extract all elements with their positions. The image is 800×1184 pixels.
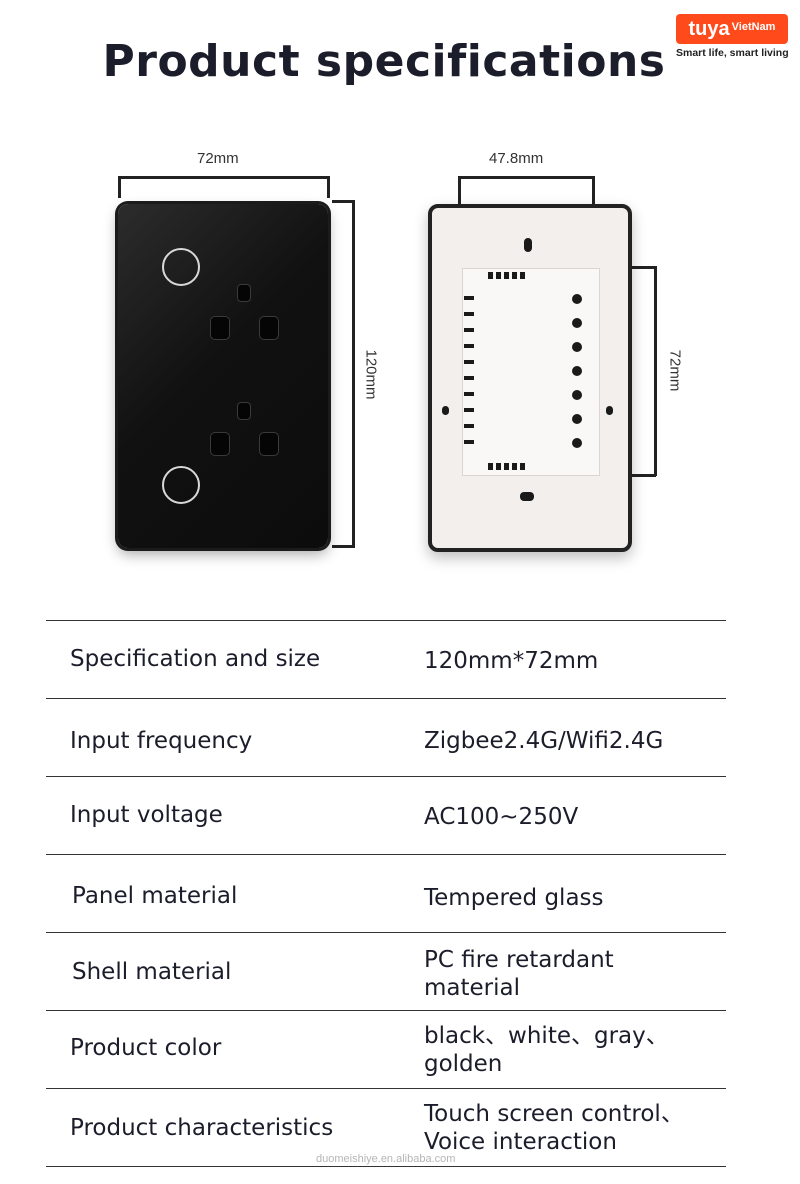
terminal-screw [572, 366, 582, 376]
vent-slot [464, 408, 474, 412]
vent-slot [464, 424, 474, 428]
vent-slot [464, 440, 474, 444]
logo-sub: VietNam [731, 21, 776, 33]
vent-slot [464, 328, 474, 332]
terminal-screw [572, 318, 582, 328]
socket-pin-hole [210, 316, 230, 340]
touch-button-bottom [162, 466, 200, 504]
table-rule [46, 698, 726, 699]
vent-slot [464, 296, 474, 300]
socket-pin-hole [259, 316, 279, 340]
socket-pin-hole [210, 432, 230, 456]
spec-label: Input voltage [70, 802, 223, 828]
table-rule [46, 1088, 726, 1089]
touch-button-top [162, 248, 200, 286]
socket-earth-hole [237, 402, 251, 420]
front-width-tick-left [118, 176, 121, 198]
terminal-screw [572, 294, 582, 304]
terminal-screw [572, 342, 582, 352]
vent-slot [488, 463, 493, 470]
spec-value: AC100~250V [424, 804, 579, 830]
table-rule [46, 776, 726, 777]
vent-slot [488, 272, 493, 279]
vent-slot [464, 360, 474, 364]
front-width-bar [118, 176, 330, 179]
spec-value: black、white、gray、 [424, 1023, 669, 1049]
vent-slot [464, 312, 474, 316]
mounting-slot [520, 492, 534, 501]
table-rule [46, 620, 726, 621]
table-rule [46, 854, 726, 855]
spec-label: Specification and size [70, 646, 321, 672]
table-rule [46, 1166, 726, 1167]
table-rule [46, 1010, 726, 1011]
front-height-label: 120mm [362, 349, 380, 400]
terminal-screw [572, 438, 582, 448]
spec-value-line2: golden [424, 1051, 503, 1077]
tuya-logo-mark: tuya VietNam [676, 14, 788, 44]
terminal-screw [572, 390, 582, 400]
front-width-label: 72mm [197, 150, 239, 167]
back-width-bar [458, 176, 595, 179]
spec-label: Product characteristics [70, 1115, 334, 1141]
vent-slot [512, 272, 517, 279]
socket-pin-hole [259, 432, 279, 456]
switch-front-panel [118, 204, 328, 548]
spec-value-line2: Voice interaction [424, 1129, 617, 1155]
vent-slot [464, 376, 474, 380]
logo-text: tuya [688, 17, 730, 40]
switch-back-panel [428, 204, 632, 552]
terminal-screw [572, 414, 582, 424]
spec-value: Touch screen control、 [424, 1101, 684, 1127]
front-height-tick-top [332, 200, 354, 203]
back-width-label: 47.8mm [489, 150, 544, 167]
vent-slot [496, 272, 501, 279]
page-title: Product specifications [102, 36, 666, 87]
spec-value: Zigbee2.4G/Wifi2.4G [424, 728, 664, 754]
spec-value: PC fire retardant [424, 947, 614, 973]
spec-label: Shell material [72, 959, 232, 985]
spec-label: Product color [70, 1035, 222, 1061]
front-height-tick-bottom [332, 545, 354, 548]
spec-value-line2: material [424, 975, 520, 1001]
back-height-bar [654, 266, 657, 476]
spec-label: Input frequency [70, 728, 253, 754]
spec-value: 120mm*72mm [424, 648, 599, 674]
mounting-slot [524, 238, 532, 252]
front-width-tick-right [327, 176, 330, 198]
vent-slot [464, 344, 474, 348]
vent-slot [520, 272, 525, 279]
vent-slot [464, 392, 474, 396]
watermark-text: duomeishiye.en.alibaba.com [316, 1153, 456, 1165]
mounting-slot [606, 406, 613, 415]
vent-slot [504, 463, 509, 470]
back-height-label: 72mm [666, 349, 684, 392]
front-height-bar [352, 200, 355, 548]
vent-slot [520, 463, 525, 470]
spec-label: Panel material [72, 883, 238, 909]
brand-logo: tuya VietNam Smart life, smart living [676, 14, 789, 59]
vent-slot [496, 463, 501, 470]
table-rule [46, 932, 726, 933]
vent-slot [504, 272, 509, 279]
brand-tagline: Smart life, smart living [676, 47, 789, 59]
socket-earth-hole [237, 284, 251, 302]
spec-value: Tempered glass [424, 885, 604, 911]
mounting-slot [442, 406, 449, 415]
vent-slot [512, 463, 517, 470]
